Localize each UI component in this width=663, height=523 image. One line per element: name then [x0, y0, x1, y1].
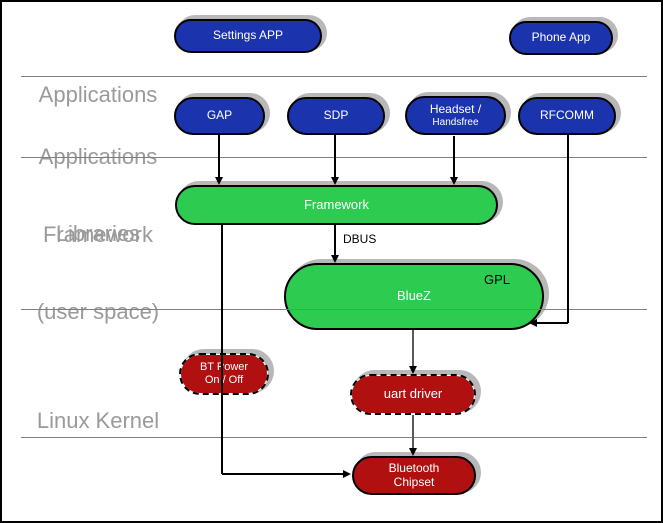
- edge-gap-to-framework-line: [218, 135, 220, 179]
- edge-framework-to-bluez-arrow: [331, 255, 339, 263]
- edge-gap-to-framework-arrow: [215, 177, 223, 185]
- edge-sdp-to-framework-arrow: [331, 177, 339, 185]
- node-gap: GAP: [174, 97, 265, 135]
- node-rfcomm: RFCOMM: [518, 97, 616, 135]
- node-uart-driver: uart driver: [350, 374, 476, 415]
- edge-rfcomm-to-bluez-arrow: [529, 319, 537, 327]
- divider-libraries-kernel: [21, 309, 647, 310]
- edge-sdp-to-framework-line: [334, 135, 336, 179]
- divider-kernel-hardware: [21, 437, 647, 438]
- edge-uart-to-chipset-line: [412, 415, 414, 450]
- node-bluez: BlueZ GPL: [284, 263, 544, 330]
- edge-rfcomm-to-bluez-hline: [534, 322, 568, 324]
- edge-framework-to-chipset-arrow: [343, 470, 351, 478]
- node-framework: Framework: [175, 185, 498, 225]
- edge-headset-to-framework-arrow: [450, 177, 458, 185]
- layer-label-applications: Applications: [38, 82, 158, 107]
- gpl-tag: GPL: [483, 272, 510, 287]
- layer-label-linux-kernel: Linux Kernel: [36, 408, 160, 433]
- node-phone-app: Phone App: [509, 21, 613, 55]
- edge-bluez-to-uart-line: [412, 330, 414, 368]
- edge-framework-to-bluez-line: [334, 225, 336, 257]
- edge-framework-to-chipset-vline: [221, 225, 223, 474]
- node-sdp: SDP: [287, 97, 385, 135]
- node-settings-app: Settings APP: [174, 19, 322, 53]
- divider-applications-framework: [21, 76, 647, 77]
- edge-uart-to-chipset-arrow: [409, 448, 417, 456]
- layer-label-hardware: Hardware: [2, 466, 194, 521]
- layer-label-applications-framework: Applications Framework: [38, 144, 158, 247]
- edge-rfcomm-to-bluez-vline: [567, 135, 569, 323]
- edge-bluez-to-uart-arrow: [409, 366, 417, 374]
- layer-label-libraries: Libraries (user space): [36, 221, 160, 324]
- node-bluetooth-chipset: Bluetooth Chipset: [352, 456, 476, 495]
- edge-headset-to-framework-line: [453, 136, 455, 179]
- edge-framework-to-chipset-hline: [222, 473, 344, 475]
- node-headset-handsfree: Headset / Handsfree: [405, 96, 506, 135]
- node-bt-power: BT Power On / Off: [179, 353, 269, 395]
- dbus-edge-label: DBUS: [343, 232, 377, 246]
